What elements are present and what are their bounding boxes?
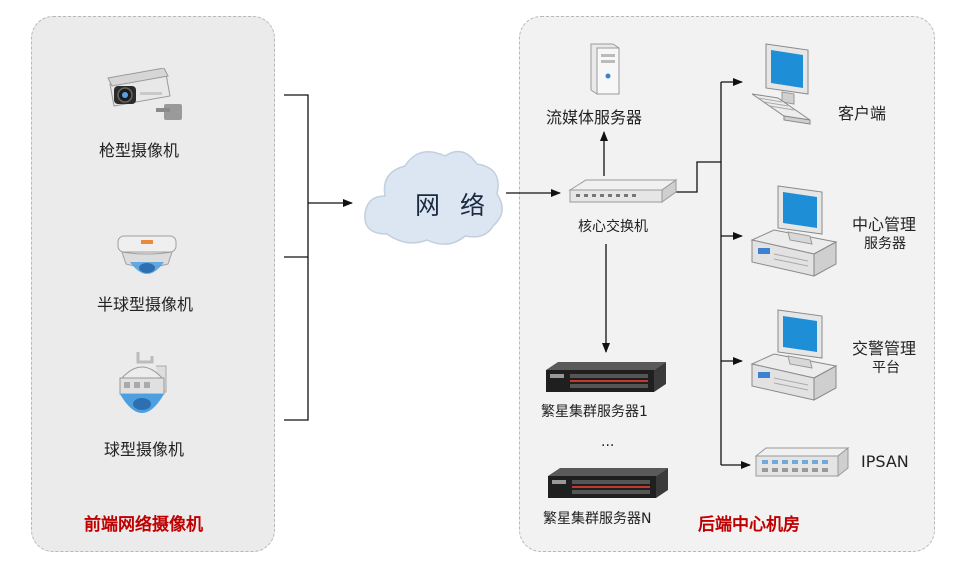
network-label: 网 络 bbox=[415, 191, 491, 220]
ptz-camera-icon bbox=[112, 352, 172, 430]
cluster-server-1-label: 繁星集群服务器1 bbox=[541, 404, 648, 420]
back-end-title: 后端中心机房 bbox=[698, 515, 800, 535]
traffic-platform-icon bbox=[748, 308, 840, 408]
dome-camera-icon bbox=[114, 230, 180, 288]
cloud-icon bbox=[357, 142, 511, 256]
bullet-camera-icon bbox=[104, 67, 188, 130]
management-server-icon bbox=[748, 184, 840, 284]
client-computer-icon bbox=[748, 42, 818, 138]
front-end-panel bbox=[31, 16, 275, 552]
back-end-panel bbox=[519, 16, 935, 552]
core-switch-label: 核心交换机 bbox=[578, 219, 648, 235]
bullet-camera-label: 枪型摄像机 bbox=[99, 141, 180, 160]
mgmt-label-line1: 中心管理 bbox=[852, 215, 917, 234]
streaming-server-icon bbox=[585, 42, 621, 100]
cluster-server-1-icon bbox=[544, 360, 668, 400]
ellipsis-label: ... bbox=[601, 434, 615, 450]
ptz-camera-label: 球型摄像机 bbox=[104, 440, 185, 459]
switch-right-trunk bbox=[676, 161, 721, 193]
traffic-label-line2: 平台 bbox=[872, 360, 900, 376]
cluster-server-n-icon bbox=[546, 466, 670, 506]
front-end-title: 前端网络摄像机 bbox=[84, 515, 203, 535]
ipsan-storage-icon bbox=[754, 446, 850, 484]
core-switch-icon bbox=[566, 178, 678, 212]
mgmt-label-line2: 服务器 bbox=[864, 236, 906, 252]
streaming-server-label: 流媒体服务器 bbox=[546, 108, 643, 127]
ipsan-label: IPSAN bbox=[861, 452, 909, 471]
cluster-server-n-label: 繁星集群服务器N bbox=[543, 511, 652, 527]
traffic-label-line1: 交警管理 bbox=[852, 339, 917, 358]
dome-camera-label: 半球型摄像机 bbox=[97, 295, 194, 314]
client-label: 客户端 bbox=[838, 104, 887, 123]
